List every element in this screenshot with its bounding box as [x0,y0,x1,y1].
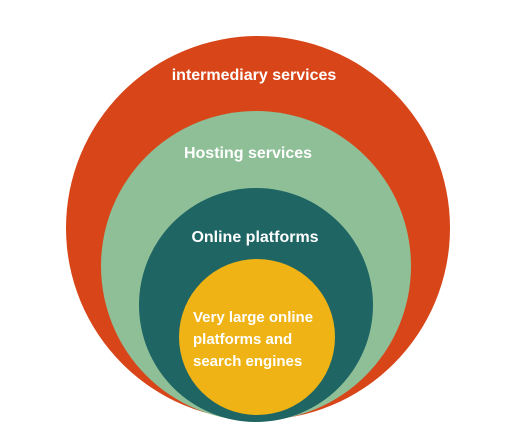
label-line-2: platforms and [193,331,292,348]
layer-very-large-online-platforms: Very large online platforms and search e… [179,259,335,415]
label-line-1: Very large online [193,309,313,326]
label-online-platforms: Online platforms [191,229,318,246]
label-hosting-services: Hosting services [184,145,312,162]
circle-very-large-online-platforms [179,259,335,415]
label-very-large-online-platforms: Very large online platforms and search e… [193,309,317,370]
label-line-3: search engines [193,353,302,370]
label-intermediary-services: intermediary services [172,67,337,84]
